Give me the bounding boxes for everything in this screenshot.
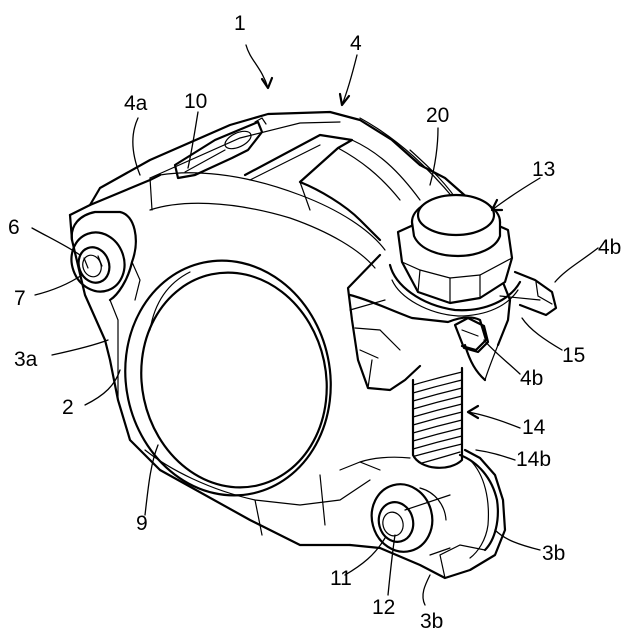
pipe-opening: [104, 241, 353, 514]
label-11: 11: [330, 567, 352, 590]
label-1: 1: [234, 12, 246, 35]
label-14b: 14b: [516, 448, 551, 471]
label-10: 10: [184, 90, 207, 113]
bolt-threads: [413, 372, 462, 463]
upper-housing: [70, 112, 510, 545]
label-3b-right: 3b: [542, 542, 565, 565]
label-3a: 3a: [14, 348, 38, 371]
label-12: 12: [372, 596, 395, 619]
bolt: [413, 368, 462, 468]
label-14: 14: [522, 416, 546, 439]
label-13: 13: [532, 158, 555, 181]
lower-pin: [364, 477, 446, 558]
leader-lines: [32, 45, 598, 605]
label-7: 7: [14, 287, 26, 310]
label-9: 9: [136, 512, 148, 535]
nut: [390, 195, 520, 316]
label-4a: 4a: [124, 92, 148, 115]
label-6: 6: [8, 216, 20, 239]
label-20: 20: [426, 104, 449, 127]
label-2: 2: [62, 396, 74, 419]
label-15: 15: [562, 344, 585, 367]
label-4b-right: 4b: [598, 236, 621, 259]
label-4b-left: 4b: [520, 367, 543, 390]
left-hinge: [63, 212, 135, 300]
label-4: 4: [350, 32, 362, 55]
label-3b-bottom: 3b: [420, 610, 443, 633]
